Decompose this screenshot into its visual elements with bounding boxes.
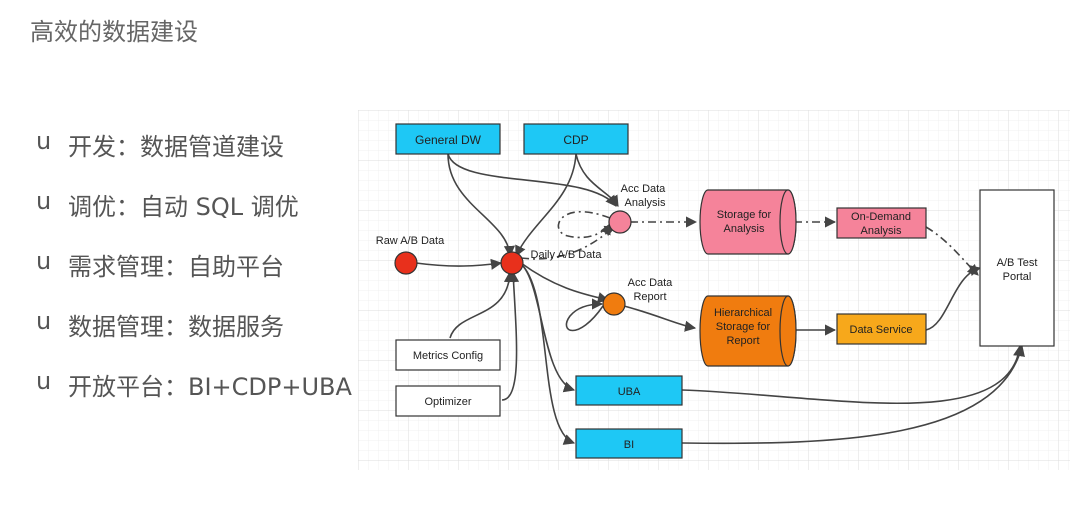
edge-on-demand-to-portal xyxy=(925,226,979,276)
optimizer-label: Optimizer xyxy=(424,396,471,408)
acc-data-analysis-node xyxy=(608,210,632,234)
bullet-item: u 调优：自动 SQL 调优 xyxy=(36,187,352,247)
edge-cdp-to-acc-analysis xyxy=(575,153,619,207)
edge-cdp-to-daily xyxy=(515,153,577,258)
bullet-item: u 数据管理：数据服务 xyxy=(36,307,352,367)
bullet-marker: u xyxy=(36,187,52,215)
on-demand-analysis-label-line1: On-Demand xyxy=(851,211,911,223)
acc-data-analysis-label-line2: Analysis xyxy=(625,197,666,209)
slide-title: 高效的数据建设 xyxy=(30,18,198,46)
metrics-config-label: Metrics Config xyxy=(413,350,483,362)
edge-optimizer-to-daily xyxy=(501,270,520,401)
cdp-label: CDP xyxy=(563,133,588,147)
edge-data-service-to-portal xyxy=(925,265,982,331)
acc-data-analysis-label-line1: Acc Data xyxy=(621,183,667,195)
edge-raw-to-daily xyxy=(415,258,503,270)
uba-label: UBA xyxy=(618,386,641,398)
edge-daily-to-acc-analysis xyxy=(520,225,617,260)
optimizer-box xyxy=(395,385,501,417)
bi-box xyxy=(575,428,683,459)
data-service-label: Data Service xyxy=(850,324,913,336)
edge-metrics-config-to-daily xyxy=(449,270,516,339)
bullet-marker: u xyxy=(36,307,52,335)
bullet-marker: u xyxy=(36,127,52,155)
edge-general-dw-to-daily xyxy=(447,153,516,258)
acc-data-report-node xyxy=(602,292,626,316)
hierarchical-storage-label-line1: Hierarchical xyxy=(714,307,772,319)
bullet-item: u 开发：数据管道建设 xyxy=(36,127,352,187)
diagram-edges xyxy=(415,153,1025,445)
storage-for-analysis-cylinder xyxy=(699,189,797,255)
edge-general-dw-to-acc-analysis xyxy=(447,153,617,207)
bullet-text: 需求管理：自助平台 xyxy=(68,253,284,281)
edge-bi-to-portal xyxy=(681,344,1025,445)
raw-ab-data-label: Raw A/B Data xyxy=(376,235,445,247)
general-dw-box xyxy=(395,123,501,155)
bullet-list: u 开发：数据管道建设 u 调优：自动 SQL 调优 u 需求管理：自助平台 u 数据管… xyxy=(36,127,352,427)
daily-ab-data-label: Daily A/B Data xyxy=(531,249,603,261)
data-pipeline-diagram: General DW CDP Raw A/B Data Daily A/B Da… xyxy=(358,110,1070,470)
edge-acc-report-to-hierarchical xyxy=(623,305,697,332)
data-service-box xyxy=(836,313,927,345)
general-dw-label: General DW xyxy=(415,133,482,147)
ab-test-portal-label-line1: A/B Test xyxy=(997,257,1038,269)
edge-daily-to-bi xyxy=(522,265,576,445)
bullet-marker: u xyxy=(36,247,52,275)
cdp-box xyxy=(523,123,629,155)
acc-data-report-label-line1: Acc Data xyxy=(628,277,674,289)
acc-data-report-label-line2: Report xyxy=(633,291,666,303)
storage-for-analysis-label-line1: Storage for xyxy=(717,209,772,221)
bullet-marker: u xyxy=(36,367,52,395)
edge-acc-report-loop xyxy=(565,298,604,332)
raw-ab-data-node xyxy=(394,251,418,275)
hierarchical-storage-label-line3: Report xyxy=(726,335,759,347)
bullet-text: 数据管理：数据服务 xyxy=(68,313,284,341)
bullet-item: u 开放平台：BI+CDP+UBA xyxy=(36,367,352,427)
bullet-text: 开放平台：BI+CDP+UBA xyxy=(68,373,352,401)
bi-label: BI xyxy=(624,439,634,451)
bullet-text: 开发：数据管道建设 xyxy=(68,133,284,161)
bullet-text: 调优：自动 SQL 调优 xyxy=(68,193,299,221)
on-demand-analysis-box xyxy=(836,207,927,239)
bullet-item: u 需求管理：自助平台 xyxy=(36,247,352,307)
ab-test-portal-box xyxy=(979,189,1055,347)
metrics-config-box xyxy=(395,339,501,371)
ab-test-portal-label-line2: Portal xyxy=(1003,271,1032,283)
hierarchical-storage-label-line2: Storage for xyxy=(716,321,771,333)
daily-ab-data-node xyxy=(500,251,524,275)
on-demand-analysis-label-line2: Analysis xyxy=(861,225,902,237)
edge-uba-to-portal xyxy=(681,344,1025,405)
uba-box xyxy=(575,375,683,406)
storage-for-analysis-label-line2: Analysis xyxy=(724,223,765,235)
hierarchical-storage-cylinder xyxy=(699,295,797,367)
edge-acc-analysis-loop xyxy=(557,211,611,239)
